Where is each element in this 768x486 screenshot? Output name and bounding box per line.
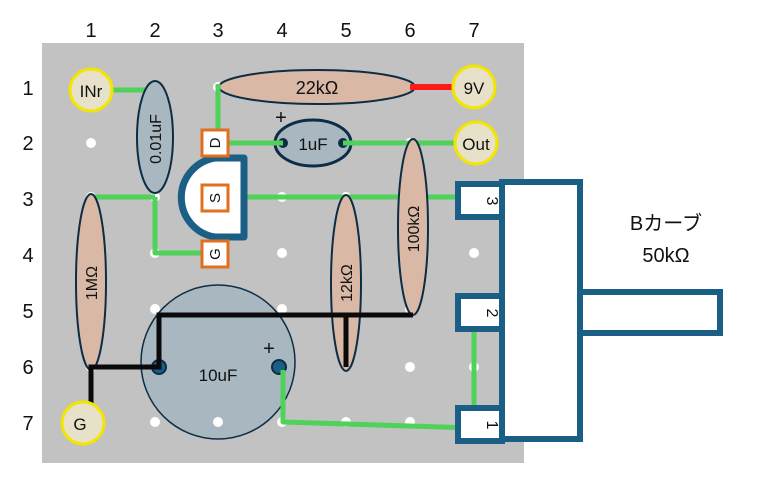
pot-curve-label: Bカーブ bbox=[630, 211, 702, 235]
terminal-supply-label: 9V bbox=[464, 79, 485, 98]
terminal-ground-label: G bbox=[73, 415, 86, 434]
col-label: 7 bbox=[468, 20, 479, 42]
col-label: 3 bbox=[212, 20, 223, 42]
board-hole bbox=[405, 362, 415, 372]
terminal-ring bbox=[68, 67, 114, 113]
pot-pin-2-label: 2 bbox=[483, 309, 500, 318]
capacitor-1uf-label: 1uF bbox=[298, 135, 327, 154]
col-label: 1 bbox=[85, 20, 96, 42]
row-label: 6 bbox=[22, 357, 33, 379]
row-label: 4 bbox=[22, 245, 33, 267]
wire-ground bbox=[88, 312, 413, 422]
board-hole bbox=[469, 248, 479, 258]
column-labels: 1 2 3 4 5 6 7 bbox=[85, 20, 479, 42]
black-wires bbox=[88, 312, 413, 422]
row-label: 3 bbox=[22, 189, 33, 211]
capacitor-001uf: 0.01uF bbox=[136, 80, 174, 194]
col-label: 6 bbox=[404, 20, 415, 42]
row-labels: 1 2 3 4 5 6 7 bbox=[22, 78, 33, 435]
resistor-22k: 22kΩ bbox=[218, 69, 416, 105]
jfet: D S G bbox=[177, 128, 248, 269]
pot-pin-2 bbox=[455, 293, 505, 332]
capacitor-10uf-label: 10uF bbox=[199, 366, 238, 385]
terminal-ring bbox=[453, 120, 499, 166]
potentiometer: 3 2 1 Bカーブ 50kΩ bbox=[455, 179, 723, 444]
row-label: 2 bbox=[22, 133, 33, 155]
pot-value-label: 50kΩ bbox=[642, 245, 689, 267]
jfet-pin-gate bbox=[200, 239, 230, 269]
jfet-pin-source-label: S bbox=[207, 193, 224, 203]
terminal-ground: G bbox=[60, 400, 106, 446]
capacitor-10uf: 10uF + bbox=[140, 284, 296, 440]
terminal-in: INr bbox=[68, 67, 114, 113]
board-hole bbox=[86, 138, 96, 148]
terminal-ring bbox=[60, 400, 106, 446]
col-label: 4 bbox=[276, 20, 287, 42]
resistor-12k: 12kΩ bbox=[330, 194, 362, 372]
terminal-ring bbox=[451, 64, 497, 110]
pot-pin-3-label: 3 bbox=[483, 197, 500, 206]
pot-pin-1 bbox=[455, 405, 505, 444]
resistor-22k-label: 22kΩ bbox=[296, 78, 338, 98]
board-hole bbox=[277, 304, 287, 314]
row-label: 7 bbox=[22, 413, 33, 435]
terminal-in-label: INr bbox=[80, 82, 103, 101]
col-label: 2 bbox=[149, 20, 160, 42]
resistor-12k-body bbox=[330, 194, 362, 372]
resistor-1m: 1MΩ bbox=[75, 193, 107, 371]
wire-gate bbox=[152, 197, 218, 256]
pot-shaft bbox=[577, 289, 723, 336]
capacitor-10uf-body bbox=[140, 284, 296, 440]
pot-pin-3 bbox=[455, 181, 505, 220]
pot-body bbox=[499, 179, 583, 442]
wire-cap-pot bbox=[280, 370, 475, 431]
col-label: 5 bbox=[340, 20, 351, 42]
resistor-1m-label: 1MΩ bbox=[84, 266, 101, 300]
terminal-out-label: Out bbox=[462, 135, 490, 154]
jfet-pin-source bbox=[200, 183, 230, 213]
pot-pin-1-label: 1 bbox=[483, 421, 500, 430]
row-label: 5 bbox=[22, 301, 33, 323]
jfet-pin-drain-label: D bbox=[207, 137, 224, 148]
jfet-pin-drain bbox=[200, 128, 230, 158]
terminal-supply: 9V bbox=[451, 64, 497, 110]
resistor-12k-label: 12kΩ bbox=[339, 264, 356, 302]
capacitor-001uf-body bbox=[136, 80, 174, 194]
row-label: 1 bbox=[22, 78, 33, 100]
board-hole bbox=[150, 417, 160, 427]
board-hole bbox=[150, 304, 160, 314]
jfet-pin-gate-label: G bbox=[207, 248, 224, 260]
capacitor-10uf-polarity: + bbox=[263, 338, 275, 360]
board-hole bbox=[213, 417, 223, 427]
capacitor-001uf-label: 0.01uF bbox=[148, 114, 165, 164]
resistor-100k-label: 100kΩ bbox=[406, 206, 423, 253]
board-hole bbox=[277, 248, 287, 258]
capacitor-1uf-polarity: + bbox=[275, 107, 287, 129]
terminal-out: Out bbox=[453, 120, 499, 166]
resistor-100k: 100kΩ bbox=[397, 138, 429, 316]
